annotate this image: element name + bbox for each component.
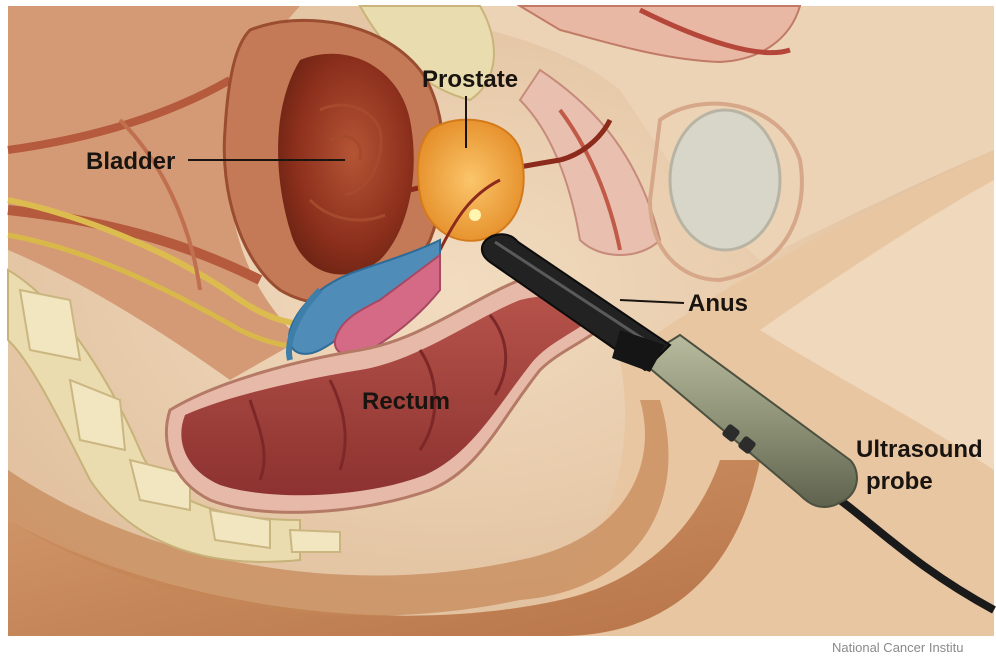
label-ultrasound-line2: probe [866, 468, 933, 496]
label-rectum: Rectum [362, 388, 450, 416]
prostate-nodule [469, 209, 481, 221]
credit-text: National Cancer Institu [832, 640, 994, 655]
label-anus: Anus [688, 290, 748, 318]
testis [670, 110, 780, 250]
label-ultrasound-line1: Ultrasound [856, 436, 983, 464]
vertebra-1 [20, 290, 80, 360]
prostate [418, 120, 524, 241]
vertebra-5 [290, 530, 340, 552]
label-bladder: Bladder [86, 148, 175, 176]
label-prostate: Prostate [422, 66, 518, 94]
bladder [278, 54, 414, 275]
